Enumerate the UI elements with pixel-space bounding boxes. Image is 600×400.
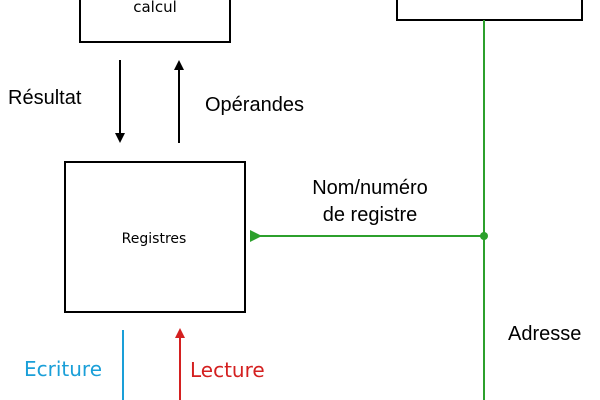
register-name-label-line1: Nom/numéro <box>312 177 428 199</box>
operands-label: Opérandes <box>205 94 304 116</box>
registers-label: Registres <box>122 231 187 247</box>
registers-box <box>64 161 246 313</box>
top-right-box <box>396 0 583 21</box>
address-label: Adresse <box>508 323 581 345</box>
register-name-label-line2: de registre <box>323 204 418 226</box>
result-label: Résultat <box>8 87 82 109</box>
compute-unit-box <box>79 0 231 43</box>
compute-unit-label: calcul <box>133 0 177 16</box>
read-label: Lecture <box>190 358 265 382</box>
write-label: Ecriture <box>24 357 102 381</box>
